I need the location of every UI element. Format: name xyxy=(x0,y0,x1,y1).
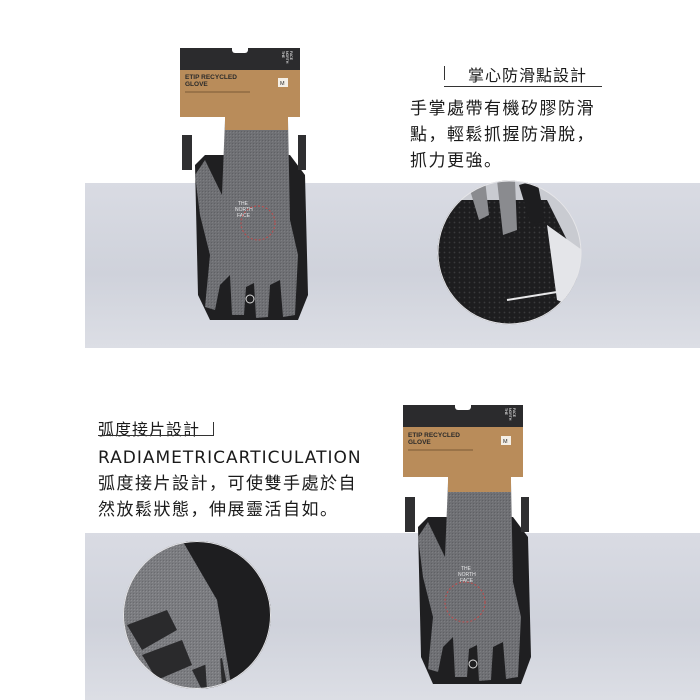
tag-title-line1: ETIP RECYCLED xyxy=(185,74,237,81)
articulation-line-1: 弧度接片設計，可使雙手處於自 xyxy=(98,474,357,494)
tag2-brand-line1: THE xyxy=(504,408,508,416)
articulation-en-left: RADIAMETRIC xyxy=(98,448,226,468)
glove-logo-line3: FACE xyxy=(237,213,251,219)
tag2-brand-line3: FACE xyxy=(512,408,516,418)
articulation-line-2: 然放鬆狀態，伸展靈活自如。 xyxy=(98,500,339,520)
tag-brand-line3: FACE xyxy=(289,51,293,61)
headline-rule-bottom xyxy=(98,435,214,436)
palm-grip-description: 手掌處帶有機矽膠防滑 點，輕鬆抓握防滑脫， 抓力更強。 xyxy=(410,96,595,174)
tag2-size: M xyxy=(503,439,508,445)
section-articulation: 弧度接片設計 RADIAMETRIC ARTICULATION 弧度接片設計，可… xyxy=(0,350,700,700)
tag2-brand-line2: NORTH xyxy=(508,408,512,421)
headline-rule-top xyxy=(444,86,602,87)
tag-brand-line2: NORTH xyxy=(285,51,289,64)
glove2-logo-line1: THE xyxy=(461,566,472,572)
palm-grip-line-1: 手掌處帶有機矽膠防滑 xyxy=(410,99,595,119)
glove2-logo-line2: NORTH xyxy=(458,572,476,578)
tag-title-line2: GLOVE xyxy=(185,81,208,88)
glove2-logo-line3: FACE xyxy=(460,578,474,584)
articulation-en-line: RADIAMETRIC ARTICULATION xyxy=(98,445,362,471)
tag-brand-line1: THE xyxy=(281,51,285,59)
glove-product-image: ETIP RECYCLED GLOVE M THE NORTH FACE THE… xyxy=(180,45,308,320)
background-band-top xyxy=(85,183,700,348)
glove-logo-line1: THE xyxy=(238,201,249,207)
tag-size: M xyxy=(280,81,285,87)
tag2-title-line2: GLOVE xyxy=(408,439,431,446)
palm-detail-closeup xyxy=(437,180,582,325)
palm-grip-line-3: 抓力更強。 xyxy=(410,151,503,171)
articulation-en-right: ARTICULATION xyxy=(225,448,362,468)
tag2-title-line1: ETIP RECYCLED xyxy=(408,432,460,439)
palm-grip-line-2: 點，輕鬆抓握防滑脫， xyxy=(410,125,595,145)
section-palm-grip: ETIP RECYCLED GLOVE M THE NORTH FACE THE… xyxy=(180,45,602,325)
glove-logo-line2: NORTH xyxy=(235,207,253,213)
headline-tick-bottom xyxy=(213,422,214,436)
finger-detail-closeup xyxy=(123,541,271,689)
headline-articulation: 弧度接片設計 xyxy=(98,420,201,439)
articulation-description: RADIAMETRIC ARTICULATION 弧度接片設計，可使雙手處於自 … xyxy=(98,445,362,523)
headline-palm-grip: 掌心防滑點設計 xyxy=(468,66,588,85)
glove-product-image-2: ETIP RECYCLED GLOVE M THE NORTH FACE THE… xyxy=(403,402,531,684)
headline-tick-top xyxy=(444,66,445,80)
